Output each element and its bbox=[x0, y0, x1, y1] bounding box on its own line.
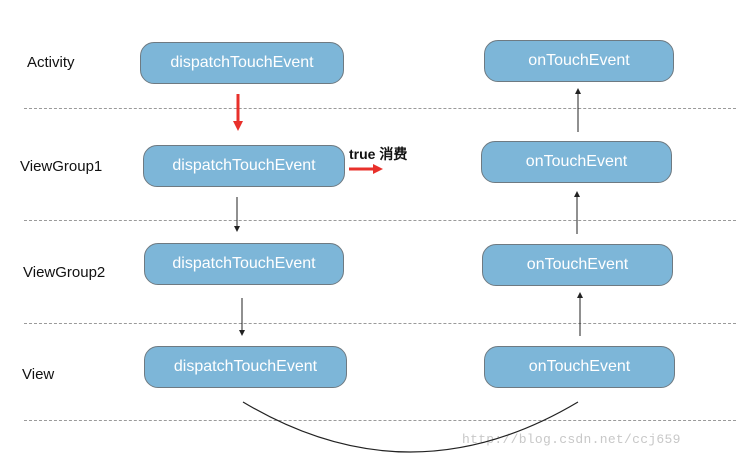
view-dispatch-node: dispatchTouchEvent bbox=[144, 346, 347, 388]
viewgroup2-ontouch-node: onTouchEvent bbox=[482, 244, 673, 286]
divider-3 bbox=[24, 323, 736, 324]
viewgroup1-ontouch-node: onTouchEvent bbox=[481, 141, 672, 183]
row-label-viewgroup2: ViewGroup2 bbox=[23, 264, 106, 281]
row-label-view: View bbox=[22, 366, 55, 383]
activity-dispatch-node: dispatchTouchEvent bbox=[140, 42, 344, 84]
view-ontouch-node: onTouchEvent bbox=[484, 346, 675, 388]
viewgroup2-dispatch-node: dispatchTouchEvent bbox=[144, 243, 344, 285]
divider-4 bbox=[24, 420, 736, 421]
watermark: http://blog.csdn.net/ccj659 bbox=[462, 432, 681, 447]
row-label-viewgroup1: ViewGroup1 bbox=[20, 158, 103, 175]
row-label-activity: Activity bbox=[27, 54, 75, 71]
divider-1 bbox=[24, 108, 736, 109]
consume-annotation: true 消费 bbox=[349, 146, 408, 162]
divider-2 bbox=[24, 220, 736, 221]
activity-ontouch-node: onTouchEvent bbox=[484, 40, 674, 82]
viewgroup1-dispatch-node: dispatchTouchEvent bbox=[143, 145, 345, 187]
